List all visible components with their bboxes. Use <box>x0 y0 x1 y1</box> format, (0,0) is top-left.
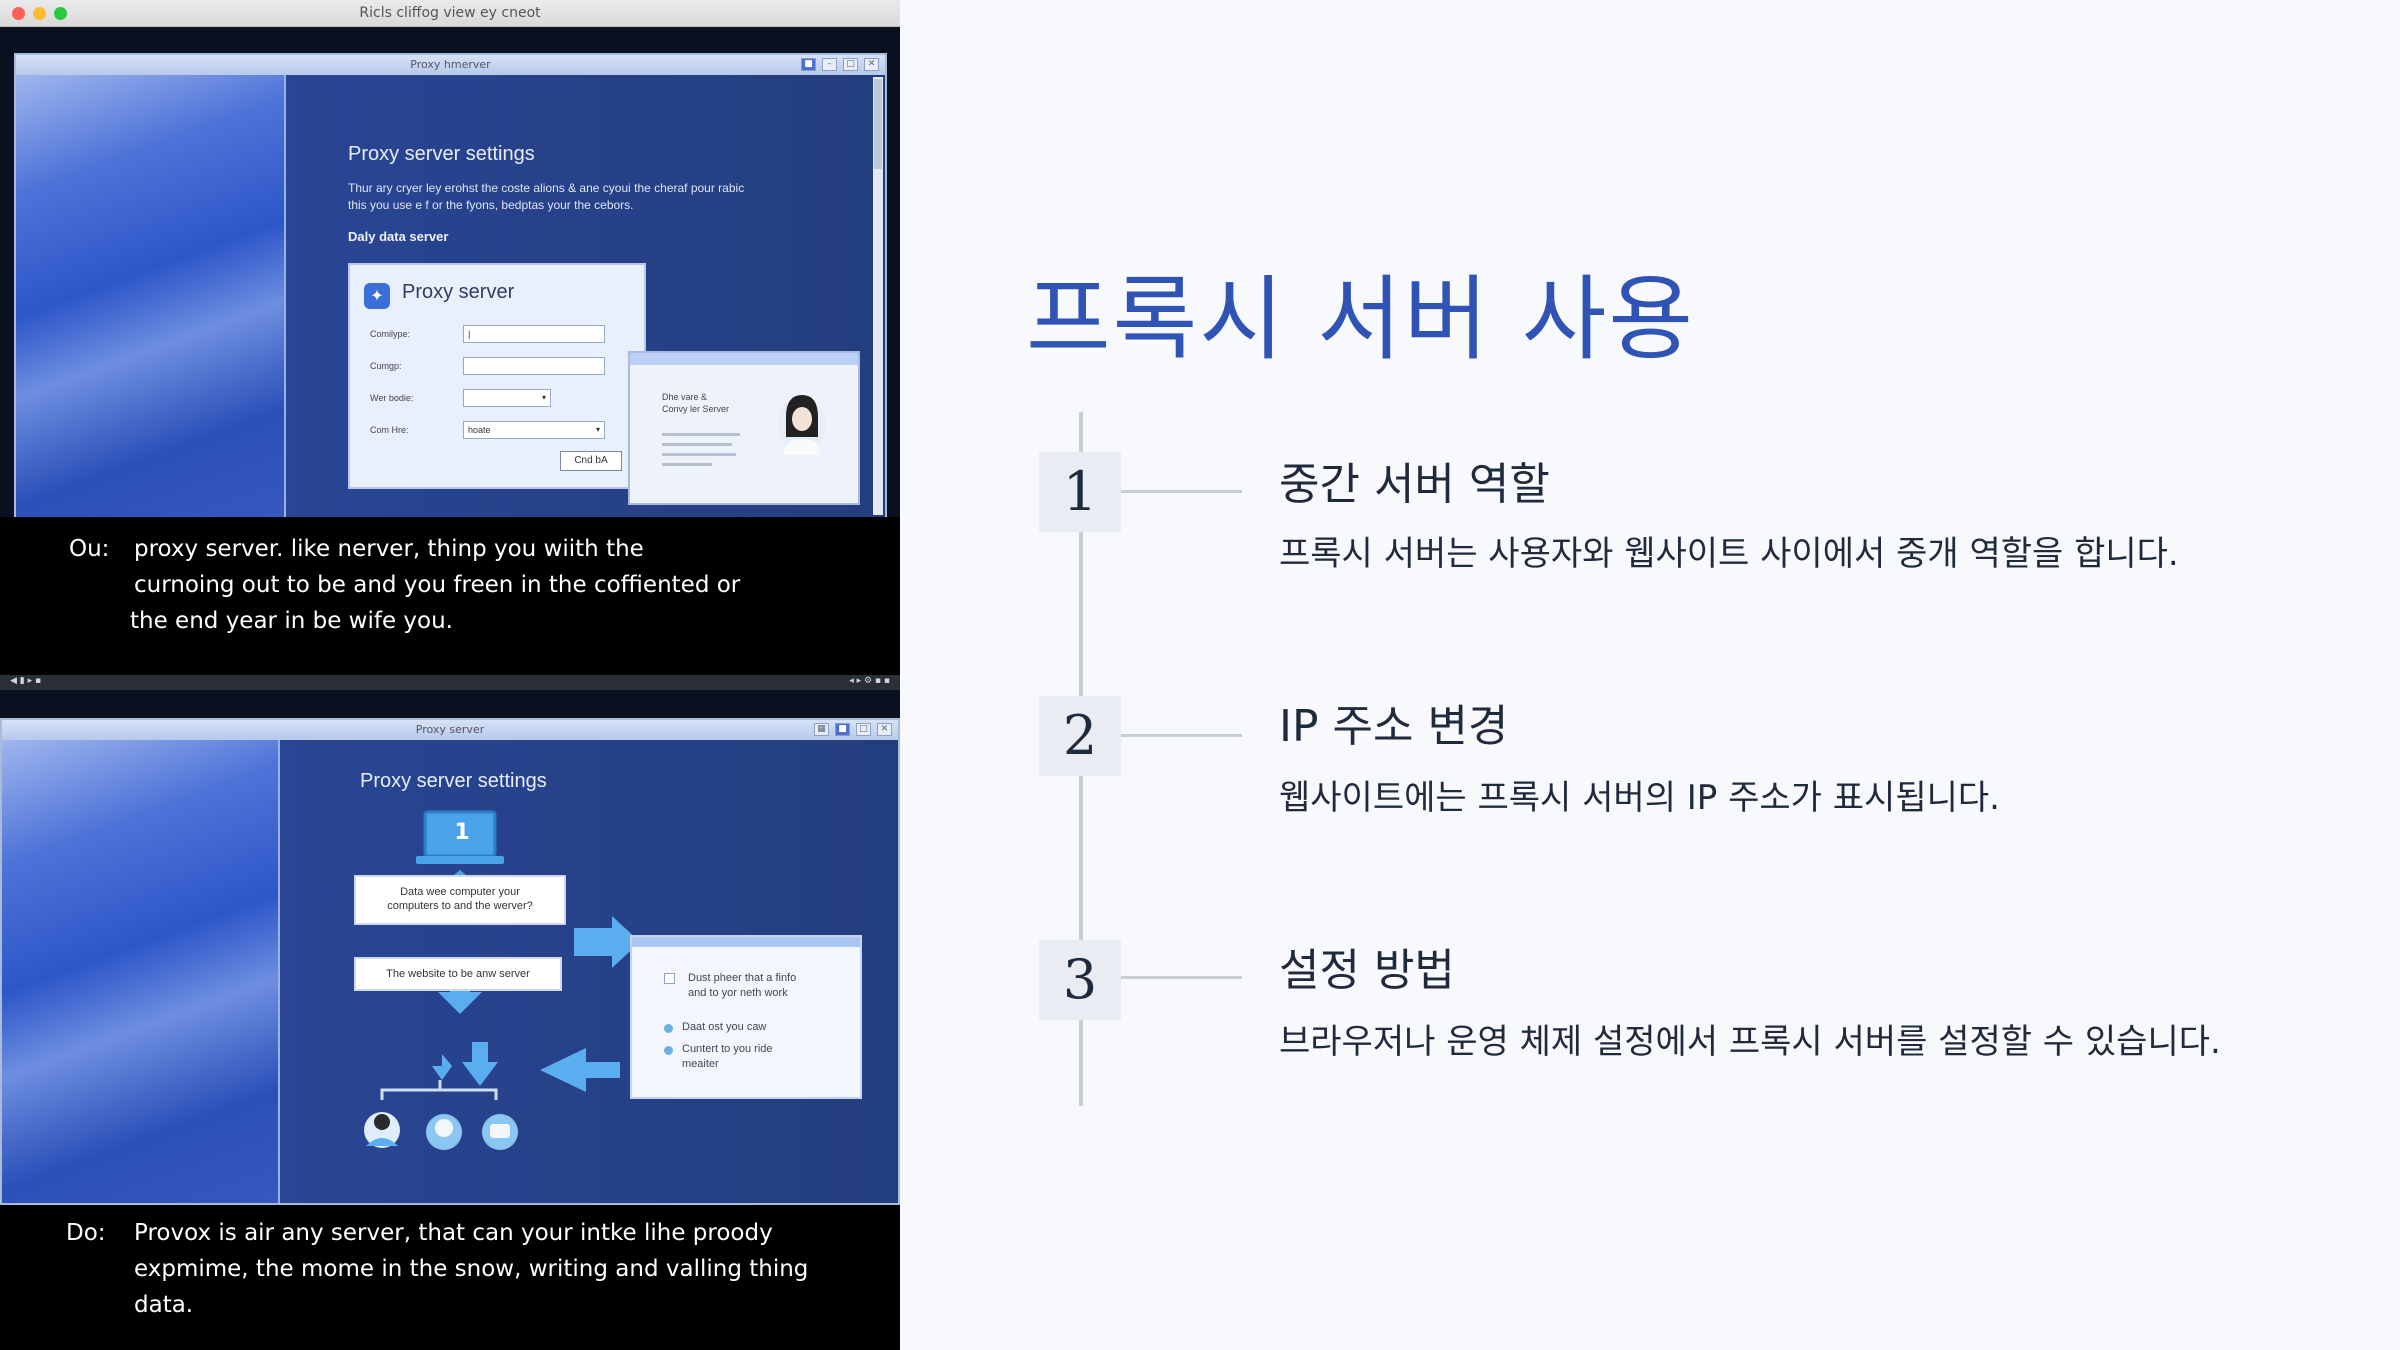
play-icon[interactable]: ◀ ▮ ▸ ▪ <box>10 676 42 686</box>
dialog-title: Proxy server <box>402 281 515 303</box>
settings-title: Proxy server settings <box>360 770 547 792</box>
field-label: Wer bodie: <box>370 393 414 403</box>
proxy-window-titlebar: Proxy hmerver ■ – □ ✕ <box>16 55 885 75</box>
field-label: Com Hre: <box>370 425 409 435</box>
proxy-window: Proxy server ▦ ■ □ ✕ Proxy server settin… <box>0 718 900 1205</box>
sidebar-wallpaper <box>16 75 286 517</box>
settings-subheading: Daly data server <box>348 229 449 244</box>
sidebar-wallpaper <box>2 740 280 1203</box>
proxy-window-titlebar: Proxy server ▦ ■ □ ✕ <box>2 720 898 740</box>
connector-line <box>1121 490 1242 493</box>
caption-line: curnoing out to be and you freen in the … <box>134 572 741 598</box>
arrow-down-icon <box>462 1042 498 1086</box>
caption-line: expmime, the mome in the snow, writing a… <box>134 1256 809 1282</box>
field-label: Comilype: <box>370 329 411 339</box>
video-panel: Ricls cliffog view ey cneot Proxy hmerve… <box>0 0 900 1350</box>
proxy-window-title: Proxy server <box>415 723 485 736</box>
info-note: Dust pheer that a finfo and to yor neth … <box>630 935 862 1099</box>
scrollbar[interactable] <box>873 77 883 515</box>
close-window-button[interactable] <box>12 7 25 20</box>
select-dropdown[interactable]: ▾ <box>463 389 551 407</box>
step-title: 설정 방법 <box>1279 945 1455 996</box>
zoom-window-button[interactable] <box>54 7 67 20</box>
user-popup: Dhe vare & Convy ler Server <box>628 351 860 505</box>
note-text: Cuntert to you ride meaiter <box>682 1043 773 1070</box>
connector-line <box>1121 976 1242 979</box>
step-description: 브라우저나 운영 체제 설정에서 프록시 서버를 설정할 수 있습니다. <box>1279 1022 2221 1062</box>
settings-description: Thur ary cryer ley erohst the coste alio… <box>348 181 745 212</box>
note-text: Daat ost you caw <box>682 1021 767 1033</box>
caption-line: Provox is air any server, that can your … <box>134 1220 773 1246</box>
maximize-icon[interactable]: □ <box>843 58 858 71</box>
arrow-right-icon <box>574 916 640 968</box>
step-number-box: 1 <box>1039 452 1121 532</box>
minimize-window-button[interactable] <box>33 7 46 20</box>
caption-speaker: Do: <box>66 1220 106 1246</box>
proxy-icon: ✦ <box>364 283 390 309</box>
flow-box: The website to be anw server <box>354 957 562 991</box>
minimize-icon[interactable]: – <box>822 58 837 71</box>
step-title: 중간 서버 역할 <box>1279 459 1550 510</box>
close-icon[interactable]: ✕ <box>864 58 879 71</box>
select-dropdown[interactable]: hoate▾ <box>463 421 605 439</box>
slide-title: 프록시 서버 사용 <box>1026 266 1695 373</box>
subtitle-caption: Do: Provox is air any server, that can y… <box>0 1205 900 1350</box>
player-controls[interactable]: ◀ ▮ ▸ ▪ ◂ ▸ ⚙ ▪ ▪ <box>0 675 900 690</box>
arrow-left-icon <box>540 1048 620 1092</box>
step-number-box: 2 <box>1039 696 1121 776</box>
window-titlebar: Ricls cliffog view ey cneot <box>0 0 900 27</box>
caption-speaker: Ou: <box>69 536 110 562</box>
pin-icon[interactable]: ■ <box>835 723 850 736</box>
caption-line: the end year in be wife you. <box>130 608 453 634</box>
ok-button[interactable]: Cnd bA <box>560 451 622 471</box>
flow-box: Data wee computer your computers to and … <box>354 875 566 925</box>
maximize-icon[interactable]: □ <box>856 723 871 736</box>
screenshot-proxy-flow: Proxy server ▦ ■ □ ✕ Proxy server settin… <box>0 690 900 1205</box>
step-description: 웹사이트에는 프록시 서버의 IP 주소가 표시됩니다. <box>1279 778 2000 818</box>
proxy-window: Proxy hmerver ■ – □ ✕ Proxy server setti… <box>14 53 887 517</box>
popup-text: Dhe vare & Convy ler Server <box>662 392 730 414</box>
field-label: Cumgp: <box>370 361 402 371</box>
arrow-down-icon <box>438 976 482 1014</box>
connector-line <box>1121 734 1242 737</box>
step-description: 프록시 서버는 사용자와 웹사이트 사이에서 중개 역할을 합니다. <box>1279 534 2179 574</box>
settings-icon[interactable]: ◂ ▸ ⚙ ▪ ▪ <box>849 676 890 686</box>
grid-icon[interactable]: ▦ <box>814 723 829 736</box>
user-avatar-icon <box>778 395 826 455</box>
pin-icon[interactable]: ■ <box>801 58 816 71</box>
text-input[interactable] <box>463 357 605 375</box>
checkbox[interactable] <box>664 973 675 984</box>
settings-title: Proxy server settings <box>348 143 535 165</box>
proxy-window-title: Proxy hmerver <box>410 58 491 71</box>
step-number-box: 3 <box>1039 940 1121 1020</box>
proxy-server-dialog: ✦ Proxy server Comilype: | Cumgp: Wer bo… <box>348 263 646 489</box>
close-icon[interactable]: ✕ <box>877 723 892 736</box>
step-title: IP 주소 변경 <box>1279 701 1509 752</box>
chevron-down-icon: ▾ <box>541 393 546 402</box>
chevron-down-icon: ▾ <box>595 425 600 434</box>
window-title: Ricls cliffog view ey cneot <box>359 5 541 21</box>
caption-line: proxy server. like nerver, thinp you wii… <box>134 536 644 562</box>
caption-line: data. <box>134 1292 194 1318</box>
subtitle-caption: Ou: proxy server. like nerver, thinp you… <box>0 517 900 675</box>
screenshot-proxy-dialog: Proxy hmerver ■ – □ ✕ Proxy server setti… <box>0 27 900 517</box>
note-text: Dust pheer that a finfo and to yor neth … <box>688 972 797 999</box>
text-input[interactable]: | <box>463 325 605 343</box>
step-number: 1 <box>454 820 470 845</box>
